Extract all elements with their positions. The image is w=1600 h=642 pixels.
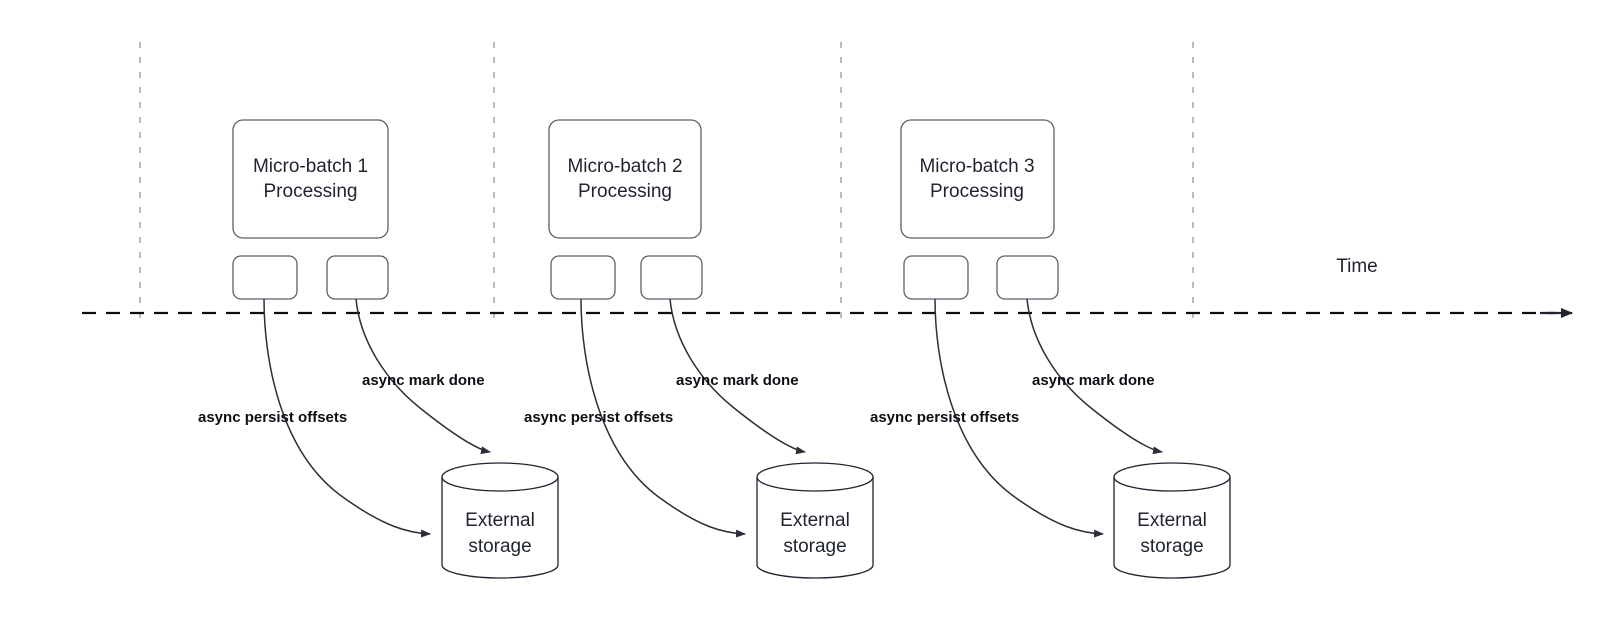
process-box-1-line2: Processing	[264, 181, 358, 202]
storage-label-1-line2: storage	[468, 536, 531, 557]
edge-persist-offsets-1	[263, 298, 431, 538]
process-box-3[interactable]	[900, 119, 1055, 239]
edge-mark-done-1	[355, 298, 491, 455]
task-box-1-left[interactable]	[232, 255, 298, 300]
process-box-1[interactable]	[232, 119, 389, 239]
edge-persist-offsets-3	[934, 298, 1104, 538]
micro-batch-group-2: Micro-batch 2 Processing async persist o…	[524, 119, 874, 579]
storage-label-2-line2: storage	[783, 536, 846, 557]
process-box-3-line1: Micro-batch 3	[919, 156, 1034, 177]
storage-label-3-line1: External	[1137, 510, 1207, 531]
edge-label-mark-done-1: async mark done	[362, 372, 485, 389]
process-box-3-line2: Processing	[930, 181, 1024, 202]
edge-label-persist-offsets-2: async persist offsets	[524, 409, 673, 426]
edge-label-persist-offsets-3: async persist offsets	[870, 409, 1019, 426]
micro-batch-group-1: Micro-batch 1 Processing async persist o…	[198, 119, 559, 579]
storage-label-1-line1: External	[465, 510, 535, 531]
micro-batch-group-3: Micro-batch 3 Processing async persist o…	[870, 119, 1231, 579]
task-box-1-right[interactable]	[326, 255, 389, 300]
time-axis-label: Time	[1336, 256, 1378, 277]
storage-label-2-line1: External	[780, 510, 850, 531]
process-box-2[interactable]	[548, 119, 702, 239]
storage-label-3-line2: storage	[1140, 536, 1203, 557]
process-box-2-line2: Processing	[578, 181, 672, 202]
edge-mark-done-2	[669, 298, 806, 455]
task-box-3-right[interactable]	[996, 255, 1059, 300]
external-storage-cylinder-1[interactable]	[441, 462, 559, 579]
task-box-2-right[interactable]	[640, 255, 703, 300]
external-storage-cylinder-3[interactable]	[1113, 462, 1231, 579]
process-box-1-line1: Micro-batch 1	[253, 156, 368, 177]
task-box-3-left[interactable]	[903, 255, 969, 300]
task-box-2-left[interactable]	[550, 255, 616, 300]
edge-label-mark-done-2: async mark done	[676, 372, 799, 389]
edge-mark-done-3	[1026, 298, 1163, 455]
process-box-2-line1: Micro-batch 2	[567, 156, 682, 177]
edge-label-mark-done-3: async mark done	[1032, 372, 1155, 389]
edge-label-persist-offsets-1: async persist offsets	[198, 409, 347, 426]
edge-persist-offsets-2	[580, 298, 746, 538]
external-storage-cylinder-2[interactable]	[756, 462, 874, 579]
